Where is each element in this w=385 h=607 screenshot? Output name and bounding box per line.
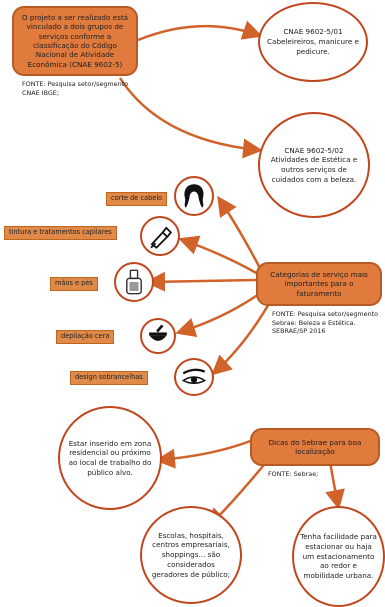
cnae-source-text: FONTE: Pesquisa setor/segmento CNAE IBGE…	[22, 80, 129, 97]
tips-box: Dicas do Sebrae para boa localização	[250, 428, 380, 466]
tip-parking-text: Tenha facilidade para estacionar ou haja…	[300, 532, 377, 581]
tips-source-text: FONTE: Sebrae;	[268, 470, 319, 478]
project-box: O projeto a ser realizado está vinculado…	[12, 6, 138, 76]
cnae-9602-5-02-text: CNAE 9602-5/02 Atividades de Estética e …	[270, 145, 358, 184]
hair-dye-icon	[140, 216, 180, 256]
service-label-eyebrow: design sobrancelhas	[75, 373, 143, 381]
arrow-to-cnae-1	[137, 20, 263, 42]
categories-box-text: Categorias de serviço mais importantes p…	[270, 269, 368, 298]
cnae-9602-5-01-text: CNAE 9602-5/01 Cabeleireiros, manicure e…	[267, 27, 359, 56]
arrow-to-wax	[175, 290, 263, 338]
tips-box-text: Dicas do Sebrae para boa localização	[268, 437, 362, 456]
service-tag-hair-dye: tintura e tratamentos capilares	[4, 226, 117, 240]
arrow-to-eyebrow	[211, 301, 272, 376]
wax-bowl-icon	[140, 318, 176, 354]
service-tag-hair-cut: corte de cabelo	[106, 192, 168, 206]
eyebrow-icon	[174, 358, 214, 396]
hair-icon	[174, 176, 214, 216]
tip-residential-zone-circle: Estar inserido em zona residencial ou pr…	[58, 406, 162, 510]
arrow-to-cnae-2	[118, 77, 263, 159]
categories-box: Categorias de serviço mais importantes p…	[256, 262, 382, 306]
service-tag-eyebrow: design sobrancelhas	[70, 371, 148, 385]
arrow-to-tip-1	[155, 438, 254, 469]
service-label-wax: depilação cera	[61, 332, 110, 340]
tip-parking-circle: Tenha facilidade para estacionar ou haja…	[292, 506, 385, 607]
tip-residential-zone-text: Estar inserido em zona residencial ou pr…	[68, 438, 152, 477]
tips-source: FONTE: Sebrae;	[268, 470, 368, 479]
service-label-hair-cut: corte de cabelo	[111, 194, 163, 202]
tip-public-generators-text: Escolas, hospitais, centros empresariais…	[151, 530, 231, 579]
arrow-to-tip-3	[325, 461, 345, 510]
nail-polish-icon	[114, 262, 154, 302]
service-tag-nails: mãos e pés	[50, 277, 98, 291]
cnae-9602-5-01-circle: CNAE 9602-5/01 Cabeleireiros, manicure e…	[258, 2, 368, 82]
arrow-to-hair	[217, 195, 264, 273]
service-tag-wax: depilação cera	[56, 330, 115, 344]
service-label-nails: mãos e pés	[55, 279, 93, 287]
categories-source-text: FONTE: Pesquisa setor/segmento Sebrae: B…	[272, 310, 379, 336]
arrow-to-nails	[145, 271, 257, 292]
tip-public-generators-circle: Escolas, hospitais, centros empresariais…	[140, 506, 242, 604]
cnae-9602-5-02-circle: CNAE 9602-5/02 Atividades de Estética e …	[258, 112, 370, 218]
categories-source: FONTE: Pesquisa setor/segmento Sebrae: B…	[272, 310, 384, 336]
arrow-to-dye	[178, 235, 259, 276]
project-box-text: O projeto a ser realizado está vinculado…	[21, 12, 129, 69]
cnae-source: FONTE: Pesquisa setor/segmento CNAE IBGE…	[22, 80, 142, 97]
service-label-hair-dye: tintura e tratamentos capilares	[9, 228, 112, 236]
